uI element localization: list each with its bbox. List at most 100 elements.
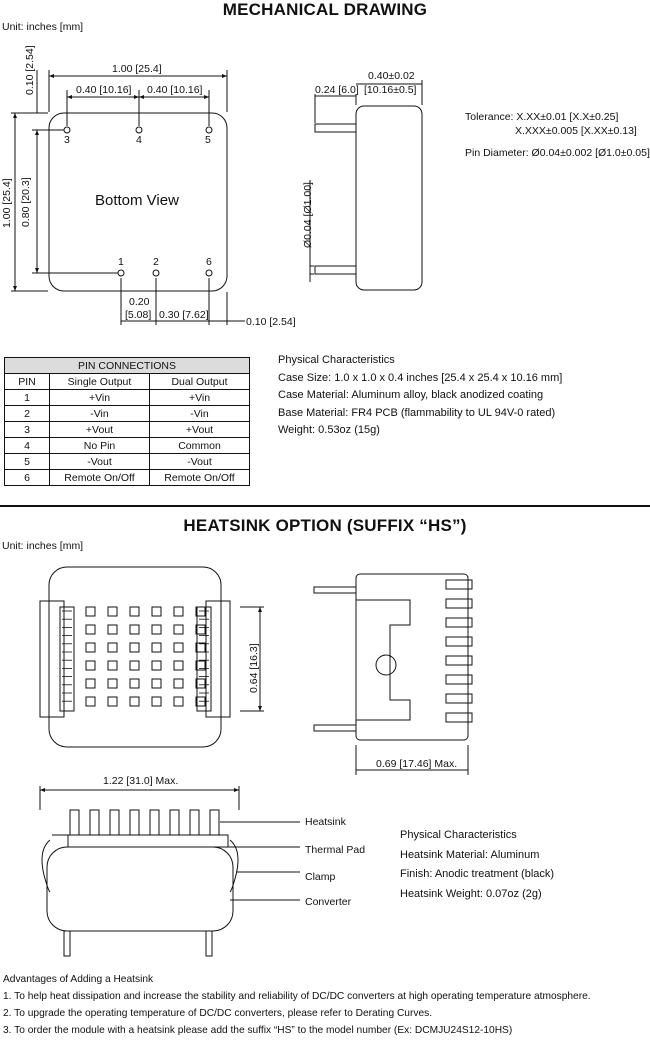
heatsink-pin-fin	[195, 606, 206, 617]
dim-side-thickness: 0.40±0.02	[368, 70, 415, 82]
dim-top-edge: 0.10 [2.54]	[24, 45, 36, 95]
dim-bottom-b: 0.30 [7.62]	[159, 309, 209, 321]
heatsink-pin-fin	[195, 624, 206, 635]
dim-side-thickness-mm: [10.16±0.5]	[364, 84, 417, 96]
table-row: 3+Vout+Vout	[4, 421, 250, 438]
heatsink-pin-fin	[85, 696, 96, 707]
heatsink-fin	[445, 693, 473, 704]
heatsink-pin-fin	[85, 678, 96, 689]
heatsink-pin-fin	[151, 642, 162, 653]
col-header: Dual Output	[149, 373, 250, 390]
pin-label-3: 3	[64, 134, 70, 146]
cell: -Vout	[149, 453, 250, 470]
heatsink-physical-heading: Physical Characteristics	[400, 829, 517, 841]
heatsink-pin-fin	[107, 624, 118, 635]
cell: 4	[4, 437, 50, 454]
pin-connections-table: PIN CONNECTIONS PIN Single Output Dual O…	[4, 357, 250, 486]
heatsink-physical-line: Finish: Anodic treatment (black)	[400, 868, 555, 880]
heatsink-pin-fin	[195, 660, 206, 671]
dim-pin-diameter: Ø0.04 [Ø1.00]	[302, 182, 314, 248]
table-row: 2-Vin-Vin	[4, 405, 250, 422]
heatsink-pin-fin	[107, 696, 118, 707]
heatsink-pin-fin	[85, 660, 96, 671]
col-header: Single Output	[49, 373, 150, 390]
heatsink-unit-label: Unit: inches [mm]	[2, 540, 84, 552]
cell: 2	[4, 405, 50, 422]
heatsink-fin	[445, 617, 473, 628]
callout-converter: Converter	[305, 896, 352, 908]
table-row: 1+Vin+Vin	[4, 389, 250, 406]
heatsink-side-view	[313, 573, 473, 775]
advantages-section: Advantages of Adding a Heatsink 1. To he…	[3, 974, 591, 1042]
dim-pitch-left: 0.40 [10.16]	[76, 84, 132, 96]
table-row: 5-Vout-Vout	[4, 453, 250, 470]
heatsink-pin-fin	[129, 624, 140, 635]
heatsink-title: HEATSINK OPTION (SUFFIX “HS”)	[183, 516, 467, 535]
heatsink-pin-fin	[107, 660, 118, 671]
cell: 3	[4, 421, 50, 438]
dim-heatsink-depth: 0.69 [17.46] Max.	[376, 758, 458, 770]
heatsink-fin	[445, 579, 473, 590]
cell: -Vin	[149, 405, 250, 422]
heatsink-pin-fin	[173, 696, 184, 707]
heatsink-fin	[445, 674, 473, 685]
advantage-item: 3. To order the module with a heatsink p…	[3, 1025, 513, 1036]
heatsink-fin	[445, 712, 473, 723]
heatsink-pin-fin	[85, 624, 96, 635]
heatsink-pin-fin	[129, 606, 140, 617]
dim-pitch-right: 0.40 [10.16]	[147, 84, 203, 96]
heatsink-fin	[445, 636, 473, 647]
heatsink-pin-fin	[151, 660, 162, 671]
callout-thermal-pad: Thermal Pad	[305, 844, 366, 856]
advantages-heading: Advantages of Adding a Heatsink	[3, 974, 154, 985]
callout-clamp: Clamp	[305, 871, 336, 883]
cell: +Vout	[149, 421, 250, 438]
pin-label-2: 2	[153, 256, 159, 268]
heatsink-pin-fin	[107, 678, 118, 689]
dim-bottom-a-mm: [5.08]	[125, 309, 152, 321]
page-title: MECHANICAL DRAWING	[222, 0, 428, 19]
table-caption: PIN CONNECTIONS	[4, 357, 250, 374]
bottom-view-drawing	[11, 70, 245, 325]
heatsink-pin-fin	[129, 678, 140, 689]
pin-label-6: 6	[206, 256, 212, 268]
cell: -Vin	[49, 405, 150, 422]
heatsink-pin-fin	[151, 678, 162, 689]
cell: 6	[4, 469, 50, 486]
heatsink-pin-fin	[173, 660, 184, 671]
physical-line: Weight: 0.53oz (15g)	[278, 424, 380, 436]
cell: +Vout	[49, 421, 150, 438]
heatsink-fin	[445, 655, 473, 666]
bottom-view-label: Bottom View	[95, 192, 179, 209]
physical-characteristics: Physical Characteristics Case Size: 1.0 …	[278, 354, 562, 442]
heatsink-pin-fin	[173, 624, 184, 635]
tolerance-label: Tolerance: X.XX±0.01 [X.X±0.25]	[465, 111, 619, 123]
heatsink-pin-fin	[173, 606, 184, 617]
heatsink-top-view	[39, 566, 264, 748]
dim-height: 1.00 [25.4]	[1, 178, 13, 228]
cell: No Pin	[49, 437, 150, 454]
cell: 5	[4, 453, 50, 470]
heatsink-pin-fin	[85, 642, 96, 653]
physical-line: Case Material: Aluminum alloy, black ano…	[278, 389, 544, 401]
heatsink-pin-fin	[107, 606, 118, 617]
section-divider	[0, 505, 650, 507]
dim-bottom-edge: 0.10 [2.54]	[246, 316, 296, 328]
dim-heatsink-width: 1.22 [31.0] Max.	[103, 775, 179, 787]
heatsink-pin-fin	[85, 606, 96, 617]
pin-label-5: 5	[205, 134, 211, 146]
col-header: PIN	[4, 373, 50, 390]
dim-bottom-a: 0.20	[129, 296, 150, 308]
cell: Remote On/Off	[49, 469, 150, 486]
pin-diameter-spec: Pin Diameter: Ø0.04±0.002 [Ø1.0±0.05]	[465, 147, 650, 159]
heatsink-physical-line: Heatsink Material: Aluminum	[400, 848, 540, 861]
heatsink-physical: Physical Characteristics Heatsink Materi…	[400, 826, 554, 904]
dim-pin-length: 0.24 [6.0]	[315, 84, 359, 96]
cell: +Vin	[149, 389, 250, 406]
table-header-row: PIN Single Output Dual Output	[4, 373, 250, 390]
heatsink-pin-fin	[129, 642, 140, 653]
callout-heatsink: Heatsink	[305, 816, 346, 828]
side-view-drawing	[309, 80, 423, 291]
